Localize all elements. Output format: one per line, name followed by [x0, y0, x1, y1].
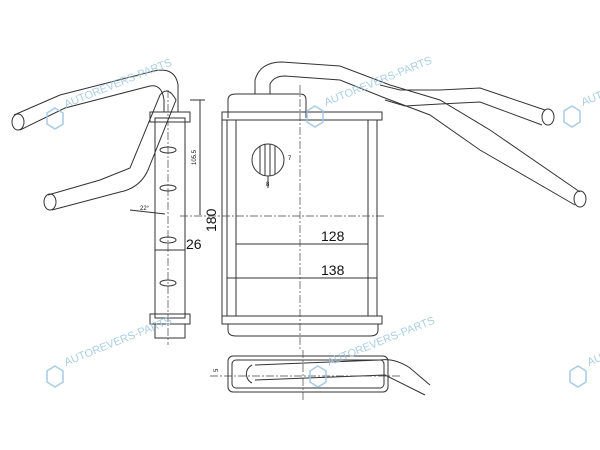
- watermark-logo: AUTOREVERS-PARTS: [569, 315, 600, 388]
- watermark-logo: AUTOREVERS-PARTS: [46, 315, 174, 388]
- front-view: 8 7 128 138: [180, 61, 587, 350]
- svg-text:AUTOREVERS-PARTS: AUTOREVERS-PARTS: [63, 315, 174, 369]
- small-dim-a: 8: [266, 182, 270, 188]
- watermark-logo: AUTOREVERS-PARTS: [563, 55, 600, 128]
- svg-text:AUTOREVERS-PARTS: AUTOREVERS-PARTS: [326, 315, 437, 369]
- height-label: 180: [203, 208, 219, 232]
- small-dim-b: 7: [288, 156, 292, 162]
- top-view: 5: [210, 350, 431, 400]
- pipe-spacing-label: 105.5: [192, 149, 198, 165]
- watermarks: AUTOREVERS-PARTS AUTOREVERS-PARTS AUTORE…: [46, 55, 600, 388]
- depth-label: 26: [186, 236, 202, 252]
- svg-text:AUTOREVERS-PARTS: AUTOREVERS-PARTS: [586, 315, 600, 369]
- angle-label: 22°: [140, 206, 150, 212]
- svg-text:AUTOREVERS-PARTS: AUTOREVERS-PARTS: [580, 55, 600, 109]
- svg-text:AUTOREVERS-PARTS: AUTOREVERS-PARTS: [323, 55, 434, 109]
- core-width-label: 128: [321, 228, 345, 244]
- small-dim-c: 5: [214, 368, 220, 372]
- side-view: 22° 105.5 26 180: [11, 69, 223, 345]
- total-width-label: 138: [321, 262, 345, 278]
